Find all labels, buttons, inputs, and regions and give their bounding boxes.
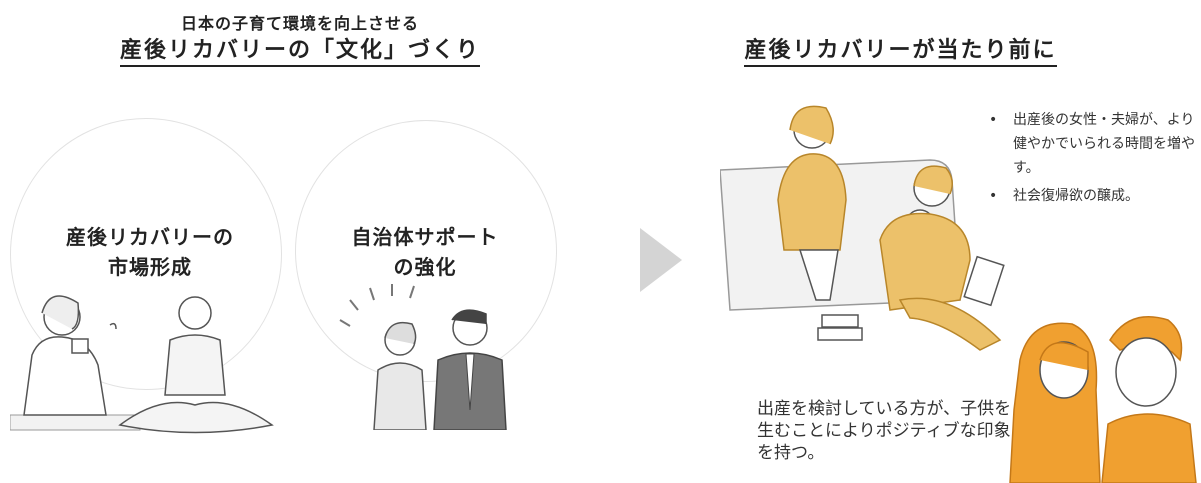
transition-arrow-icon: [640, 228, 682, 292]
market-formation-line2: 市場形成: [108, 255, 192, 279]
left-title-text: 産後リカバリーの「文化」づくり: [119, 38, 480, 67]
family-sofa-illustration: [720, 105, 1005, 351]
bullet-dot-1: •: [989, 112, 998, 128]
municipal-support-line1: 自治体サポート: [351, 225, 499, 249]
market-formation-line1: 産後リカバリーの: [66, 225, 234, 249]
municipal-staff-illustration: [339, 284, 507, 430]
benefit-bullet-1-text: 出産後の女性・夫婦が、より健やかでいられる時間を増やす。: [1013, 112, 1195, 176]
municipal-support-label: 自治体サポート の強化: [325, 222, 525, 282]
left-subtitle: 日本の子育て環境を向上させる: [180, 14, 419, 33]
market-formation-circle: [10, 118, 282, 390]
right-title-text: 産後リカバリーが当たり前に: [744, 38, 1057, 67]
young-couple-illustration: [1009, 316, 1197, 483]
benefit-bullet-2-text: 社会復帰欲の醸成。: [1013, 188, 1139, 204]
benefit-bullet-2: • 社会復帰欲の醸成。: [985, 184, 1195, 208]
right-title: 産後リカバリーが当たり前に: [600, 32, 1201, 67]
woman-tea-meditation-illustration: [10, 295, 274, 434]
positive-impression-caption: 出産を検討している方が、子供を生むことによりポジティブな印象を持つ。: [757, 399, 1012, 463]
market-formation-label: 産後リカバリーの 市場形成: [40, 222, 260, 282]
bullet-dot-2: •: [989, 188, 998, 204]
municipal-support-line2: の強化: [393, 255, 457, 279]
municipal-support-circle: [295, 120, 557, 382]
benefit-bullet-list: • 出産後の女性・夫婦が、より健やかでいられる時間を増やす。 • 社会復帰欲の醸…: [985, 108, 1195, 212]
left-title: 産後リカバリーの「文化」づくり: [0, 32, 600, 67]
benefit-bullet-1: • 出産後の女性・夫婦が、より健やかでいられる時間を増やす。: [985, 108, 1195, 180]
